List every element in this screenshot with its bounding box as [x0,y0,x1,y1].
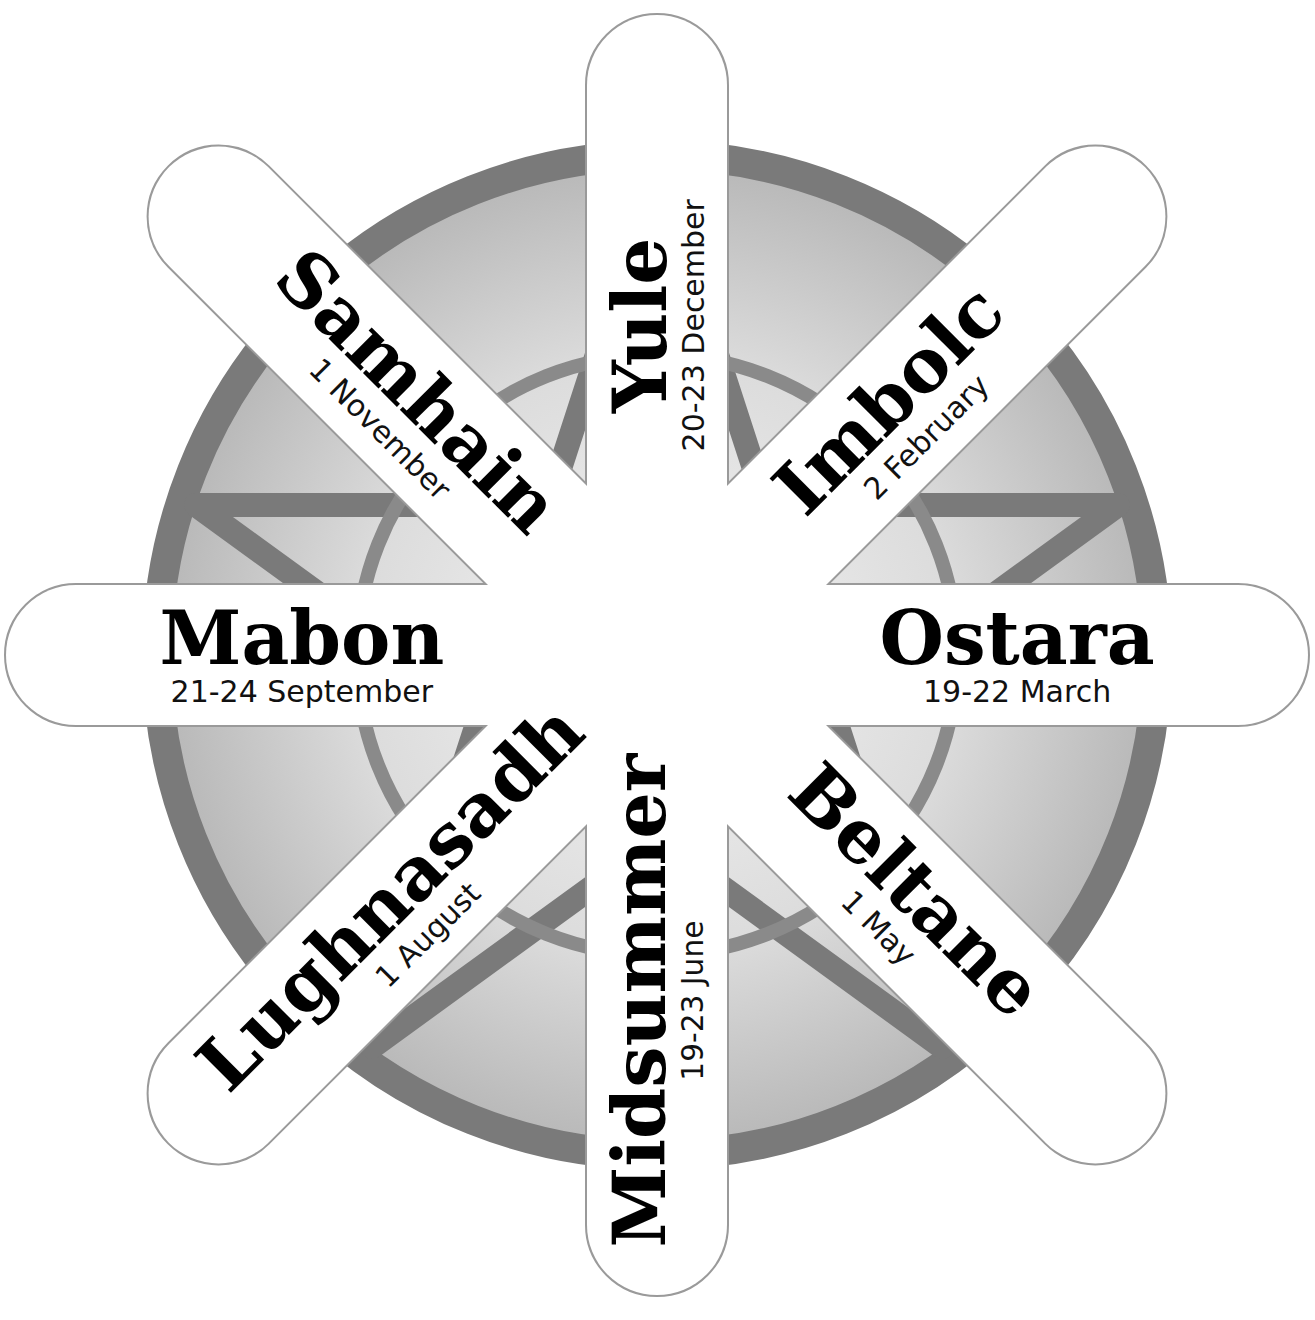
season-spoke: Beltane1 May [746,743,1064,1061]
festival-name: Yule [603,199,677,451]
season-spoke: Yule20-23 December [601,191,714,459]
spoke-outlines [6,15,1308,1295]
festival-name: Midsummer [603,753,676,1247]
festival-date: 19-22 March [880,675,1155,710]
festival-name: Beltane [777,750,1056,1029]
festival-date: 20-23 December [677,199,712,451]
season-spoke: Lughnasadh1 August [177,684,627,1134]
season-spoke: Ostara19-22 March [872,599,1163,712]
festival-name: Lughnasadh [185,691,597,1103]
festival-date: 1 August [237,744,621,1128]
festival-date: 21-24 September [160,675,445,710]
festival-name: Samhain [264,237,573,546]
season-spoke: Mabon21-24 September [152,599,453,712]
season-spoke: Midsummer19-23 June [601,745,712,1255]
season-spoke: Imbolc2 February [754,264,1048,558]
festival-name: Ostara [880,601,1155,675]
festival-date: 19-23 June [677,753,711,1247]
season-spoke: Samhain1 November [232,230,580,578]
spoke-fills [6,15,1308,1295]
festival-name: Mabon [160,601,445,675]
